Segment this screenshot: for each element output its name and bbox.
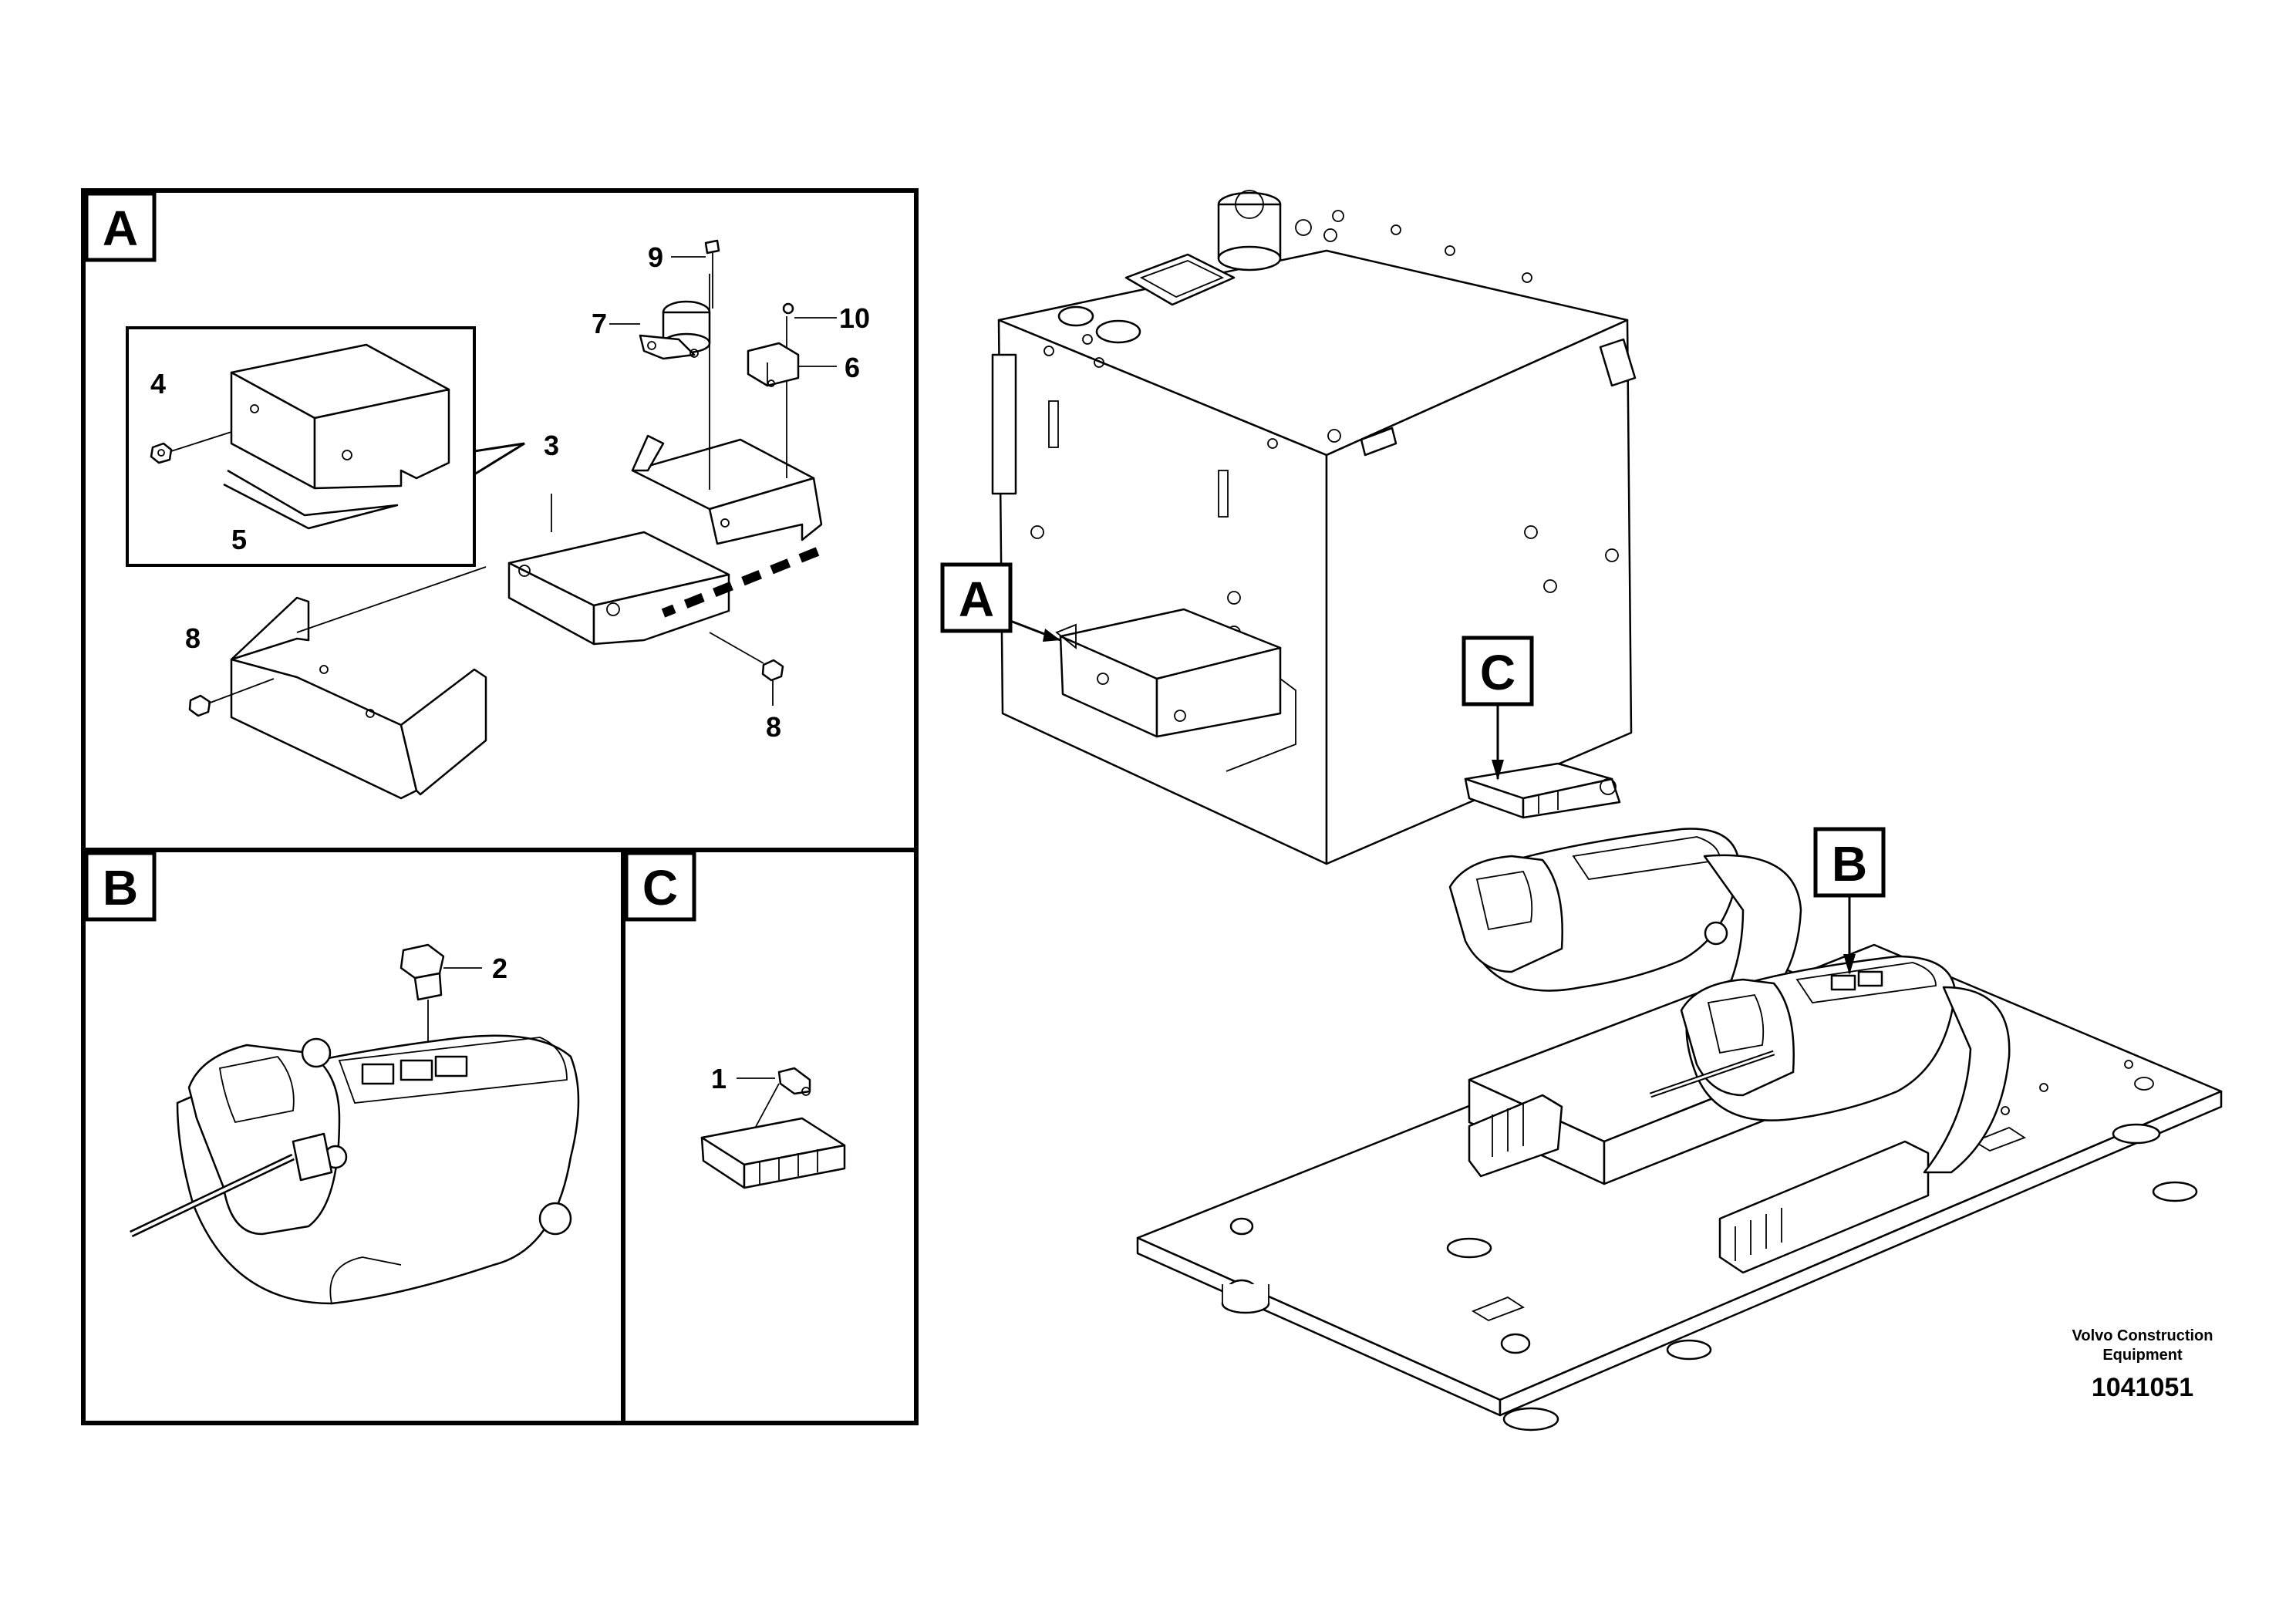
connector-6 xyxy=(747,342,800,387)
callout-7: 7 xyxy=(592,308,607,339)
callout-9: 9 xyxy=(648,241,663,273)
leader-8-left-line xyxy=(207,678,275,704)
floor-plate xyxy=(1136,943,2223,1431)
leader-1-down xyxy=(751,1083,780,1135)
callout-6: 6 xyxy=(845,352,860,383)
overview-label-c: C xyxy=(1480,645,1515,700)
tank-right-face xyxy=(1325,319,1633,865)
inset-cover xyxy=(230,343,450,490)
detail-inset-frame xyxy=(126,326,476,567)
leader-8-right-line xyxy=(709,632,764,664)
box-3 xyxy=(507,531,730,646)
panel-a-tab xyxy=(84,191,157,262)
right-armrest-loop xyxy=(1923,986,2011,1174)
lower-u-bracket xyxy=(230,566,487,800)
plate-feet xyxy=(1221,1123,2198,1431)
screw-8-right xyxy=(761,659,784,682)
footer: Volvo Construction Equipment 1041051 xyxy=(2072,1327,2213,1402)
leader-4-line xyxy=(170,431,232,452)
right-joystick-console xyxy=(1649,955,2011,1174)
overview-label-b: B xyxy=(1832,836,1867,892)
bolt-9 xyxy=(704,239,720,309)
panel-a-content: 9 7 10 6 4 3 5 8 8 xyxy=(126,239,870,800)
sight-gauge xyxy=(991,353,1017,495)
fuse-block xyxy=(700,1117,846,1189)
tank-hatch xyxy=(1124,253,1236,306)
vent-block-right xyxy=(1718,1140,1930,1274)
relay-7 xyxy=(639,300,711,360)
panel-b-letter: B xyxy=(103,860,138,916)
panel-c-tab xyxy=(624,851,696,922)
panel-c-letter: C xyxy=(642,860,678,916)
callout-1: 1 xyxy=(711,1063,727,1094)
panel-c-content: 1 xyxy=(700,1063,846,1189)
brand-line-1: Volvo Construction xyxy=(2072,1327,2213,1344)
hydraulic-tank xyxy=(991,190,1637,865)
document-number: 1041051 xyxy=(2092,1373,2193,1402)
dashed-attachment-line xyxy=(661,547,820,618)
overview-label-b-box xyxy=(1813,827,1886,898)
brand-line-2: Equipment xyxy=(2102,1347,2183,1364)
callout-10: 10 xyxy=(839,302,870,334)
detail-inset-pointer xyxy=(474,442,525,476)
upper-bracket xyxy=(631,274,823,545)
overview-label-a: A xyxy=(959,572,994,627)
switch-panel-c xyxy=(1464,762,1621,819)
overview-callouts: A C B xyxy=(940,562,1886,975)
callout-8-left: 8 xyxy=(185,622,201,654)
screw-8-left xyxy=(188,694,211,717)
nut-4 xyxy=(150,442,173,464)
overview-label-a-box xyxy=(940,562,1013,633)
panel-b-tab xyxy=(84,851,157,922)
bolt-10 xyxy=(782,302,794,315)
panel-b-content: 2 xyxy=(130,943,580,1305)
panel-a-letter: A xyxy=(103,201,138,256)
callout-4: 4 xyxy=(150,368,166,400)
switch-2 xyxy=(400,943,445,1001)
callout-5: 5 xyxy=(231,524,247,555)
panel-c-frame xyxy=(621,848,919,1425)
machine-overview: A C B xyxy=(940,190,2223,1431)
plate-5 xyxy=(223,469,399,530)
callout-8-right: 8 xyxy=(766,711,781,743)
panel-frames: A B C xyxy=(81,188,919,1425)
callout-3: 3 xyxy=(544,430,559,461)
tank-side-clip xyxy=(1599,338,1637,387)
callout-2: 2 xyxy=(492,953,507,984)
fuse-1 xyxy=(777,1067,811,1096)
tank-box-a xyxy=(1055,608,1296,772)
